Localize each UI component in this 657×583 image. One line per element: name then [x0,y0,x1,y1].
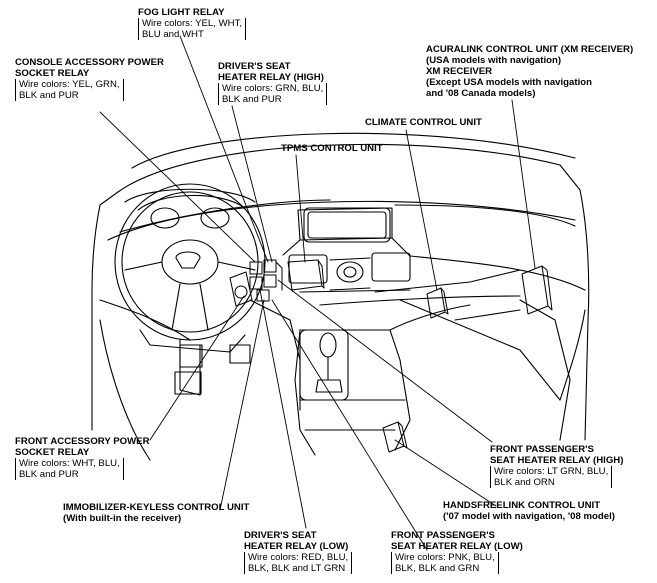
console-accessory-title-line2: SOCKET RELAY [15,68,90,79]
immobilizer-title-line2: (With built-in the receiver) [63,513,182,524]
label-immobilizer: IMMOBILIZER-KEYLESS CONTROL UNIT (With b… [63,502,249,524]
fog-light-relay-wires-line1: Wire colors: YEL, WHT, [142,18,243,29]
label-tpms: TPMS CONTROL UNIT [281,143,383,154]
climate-control-unit [426,287,449,319]
front-pass-low-wires: Wire colors: PNK, BLU, BLK, BLK and GRN [391,552,499,574]
label-front-passenger-high: FRONT PASSENGER'S SEAT HEATER RELAY (HIG… [490,444,623,488]
front-pass-high-wires-line2: BLK and ORN [494,477,555,488]
immobilizer-title-line1: IMMOBILIZER-KEYLESS CONTROL UNIT [63,502,250,513]
handsfreelink-unit [382,421,408,453]
center-console [294,304,471,456]
front-pass-high-wires: Wire colors: LT GRN, BLU, BLK and ORN [490,466,613,488]
front-pass-high-wires-line1: Wire colors: LT GRN, BLU, [494,466,609,477]
fog-light-relay-wires: Wire colors: YEL, WHT, BLU and WHT [138,18,247,40]
driver-seat-low-wires-line1: Wire colors: RED, BLU, [248,552,349,563]
instrument-cluster [137,194,246,229]
fog-light-relay-wires-line2: BLU and WHT [142,29,204,40]
driver-seat-high-title-line1: DRIVER'S SEAT [218,61,291,72]
fog-light-relay-title: FOG LIGHT RELAY [138,7,225,18]
acuralink-line1: ACURALINK CONTROL UNIT (XM RECEIVER) [426,44,634,55]
driver-seat-low-wires-line2: BLK, BLK and LT GRN [248,563,346,574]
label-driver-seat-low: DRIVER'S SEAT HEATER RELAY (LOW) Wire co… [244,530,353,574]
driver-seat-high-title-line2: HEATER RELAY (HIGH) [218,72,324,83]
xm-receiver-unit [521,265,553,315]
driver-seat-low-title-line1: DRIVER'S SEAT [244,530,317,541]
climate-control-title: CLIMATE CONTROL UNIT [365,117,482,128]
label-fog-light-relay: FOG LIGHT RELAY Wire colors: YEL, WHT, B… [138,7,247,40]
driver-seat-low-title-line2: HEATER RELAY (LOW) [244,541,349,552]
front-accessory-title-line2: SOCKET RELAY [15,447,90,458]
tpms-unit [287,259,325,291]
acuralink-line2: (USA models with navigation) [426,55,562,66]
front-accessory-wires: Wire colors: WHT, BLU, BLK and PUR [15,458,124,480]
front-pass-low-title-line2: SEAT HEATER RELAY (LOW) [391,541,523,552]
center-controls [288,252,411,293]
acuralink-line5: and '08 Canada models) [426,88,536,99]
handsfreelink-title-line2: ('07 model with navigation, '08 model) [443,511,615,522]
acuralink-line3: XM RECEIVER [426,66,493,77]
front-accessory-title-line1: FRONT ACCESSORY POWER [15,436,150,447]
leader-lines [99,35,536,551]
front-accessory-wires-line1: Wire colors: WHT, BLU, [19,458,120,469]
label-climate-control: CLIMATE CONTROL UNIT [365,117,482,128]
driver-seat-low-wires: Wire colors: RED, BLU, BLK, BLK and LT G… [244,552,353,574]
center-screen [303,207,391,243]
console-accessory-wires-line2: BLK and PUR [19,90,79,101]
driver-seat-high-wires-line1: Wire colors: GRN, BLU, [222,83,324,94]
console-accessory-wires: Wire colors: YEL, GRN, BLK and PUR [15,79,124,101]
front-pass-high-title-line1: FRONT PASSENGER'S [490,444,594,455]
front-accessory-wires-line2: BLK and PUR [19,469,79,480]
driver-seat-high-wires: Wire colors: GRN, BLU, BLK and PUR [218,83,328,105]
tpms-title: TPMS CONTROL UNIT [281,143,383,154]
handsfreelink-title-line1: HANDSFREELINK CONTROL UNIT [443,500,601,511]
steering-wheel [114,183,266,341]
label-console-accessory-relay: CONSOLE ACCESSORY POWER SOCKET RELAY Wir… [15,57,164,101]
acuralink-line4: (Except USA models with navigation [426,77,592,88]
windshield-outline [91,132,590,441]
passenger-area [454,299,571,441]
label-driver-seat-high: DRIVER'S SEAT HEATER RELAY (HIGH) Wire c… [218,61,328,105]
label-acuralink: ACURALINK CONTROL UNIT (XM RECEIVER) (US… [426,44,633,99]
label-front-passenger-low: FRONT PASSENGER'S SEAT HEATER RELAY (LOW… [391,530,523,574]
label-handsfreelink: HANDSFREELINK CONTROL UNIT ('07 model wi… [443,500,615,522]
console-accessory-wires-line1: Wire colors: YEL, GRN, [19,79,120,90]
dashboard-outline [99,199,586,401]
label-front-accessory-relay: FRONT ACCESSORY POWER SOCKET RELAY Wire … [15,436,150,480]
front-pass-low-wires-line1: Wire colors: PNK, BLU, [395,552,495,563]
driver-seat-high-wires-line2: BLK and PUR [222,94,282,105]
front-pass-high-title-line2: SEAT HEATER RELAY (HIGH) [490,455,624,466]
front-pass-low-wires-line2: BLK, BLK and GRN [395,563,480,574]
console-accessory-title-line1: CONSOLE ACCESSORY POWER [15,57,164,68]
front-pass-low-title-line1: FRONT PASSENGER'S [391,530,495,541]
